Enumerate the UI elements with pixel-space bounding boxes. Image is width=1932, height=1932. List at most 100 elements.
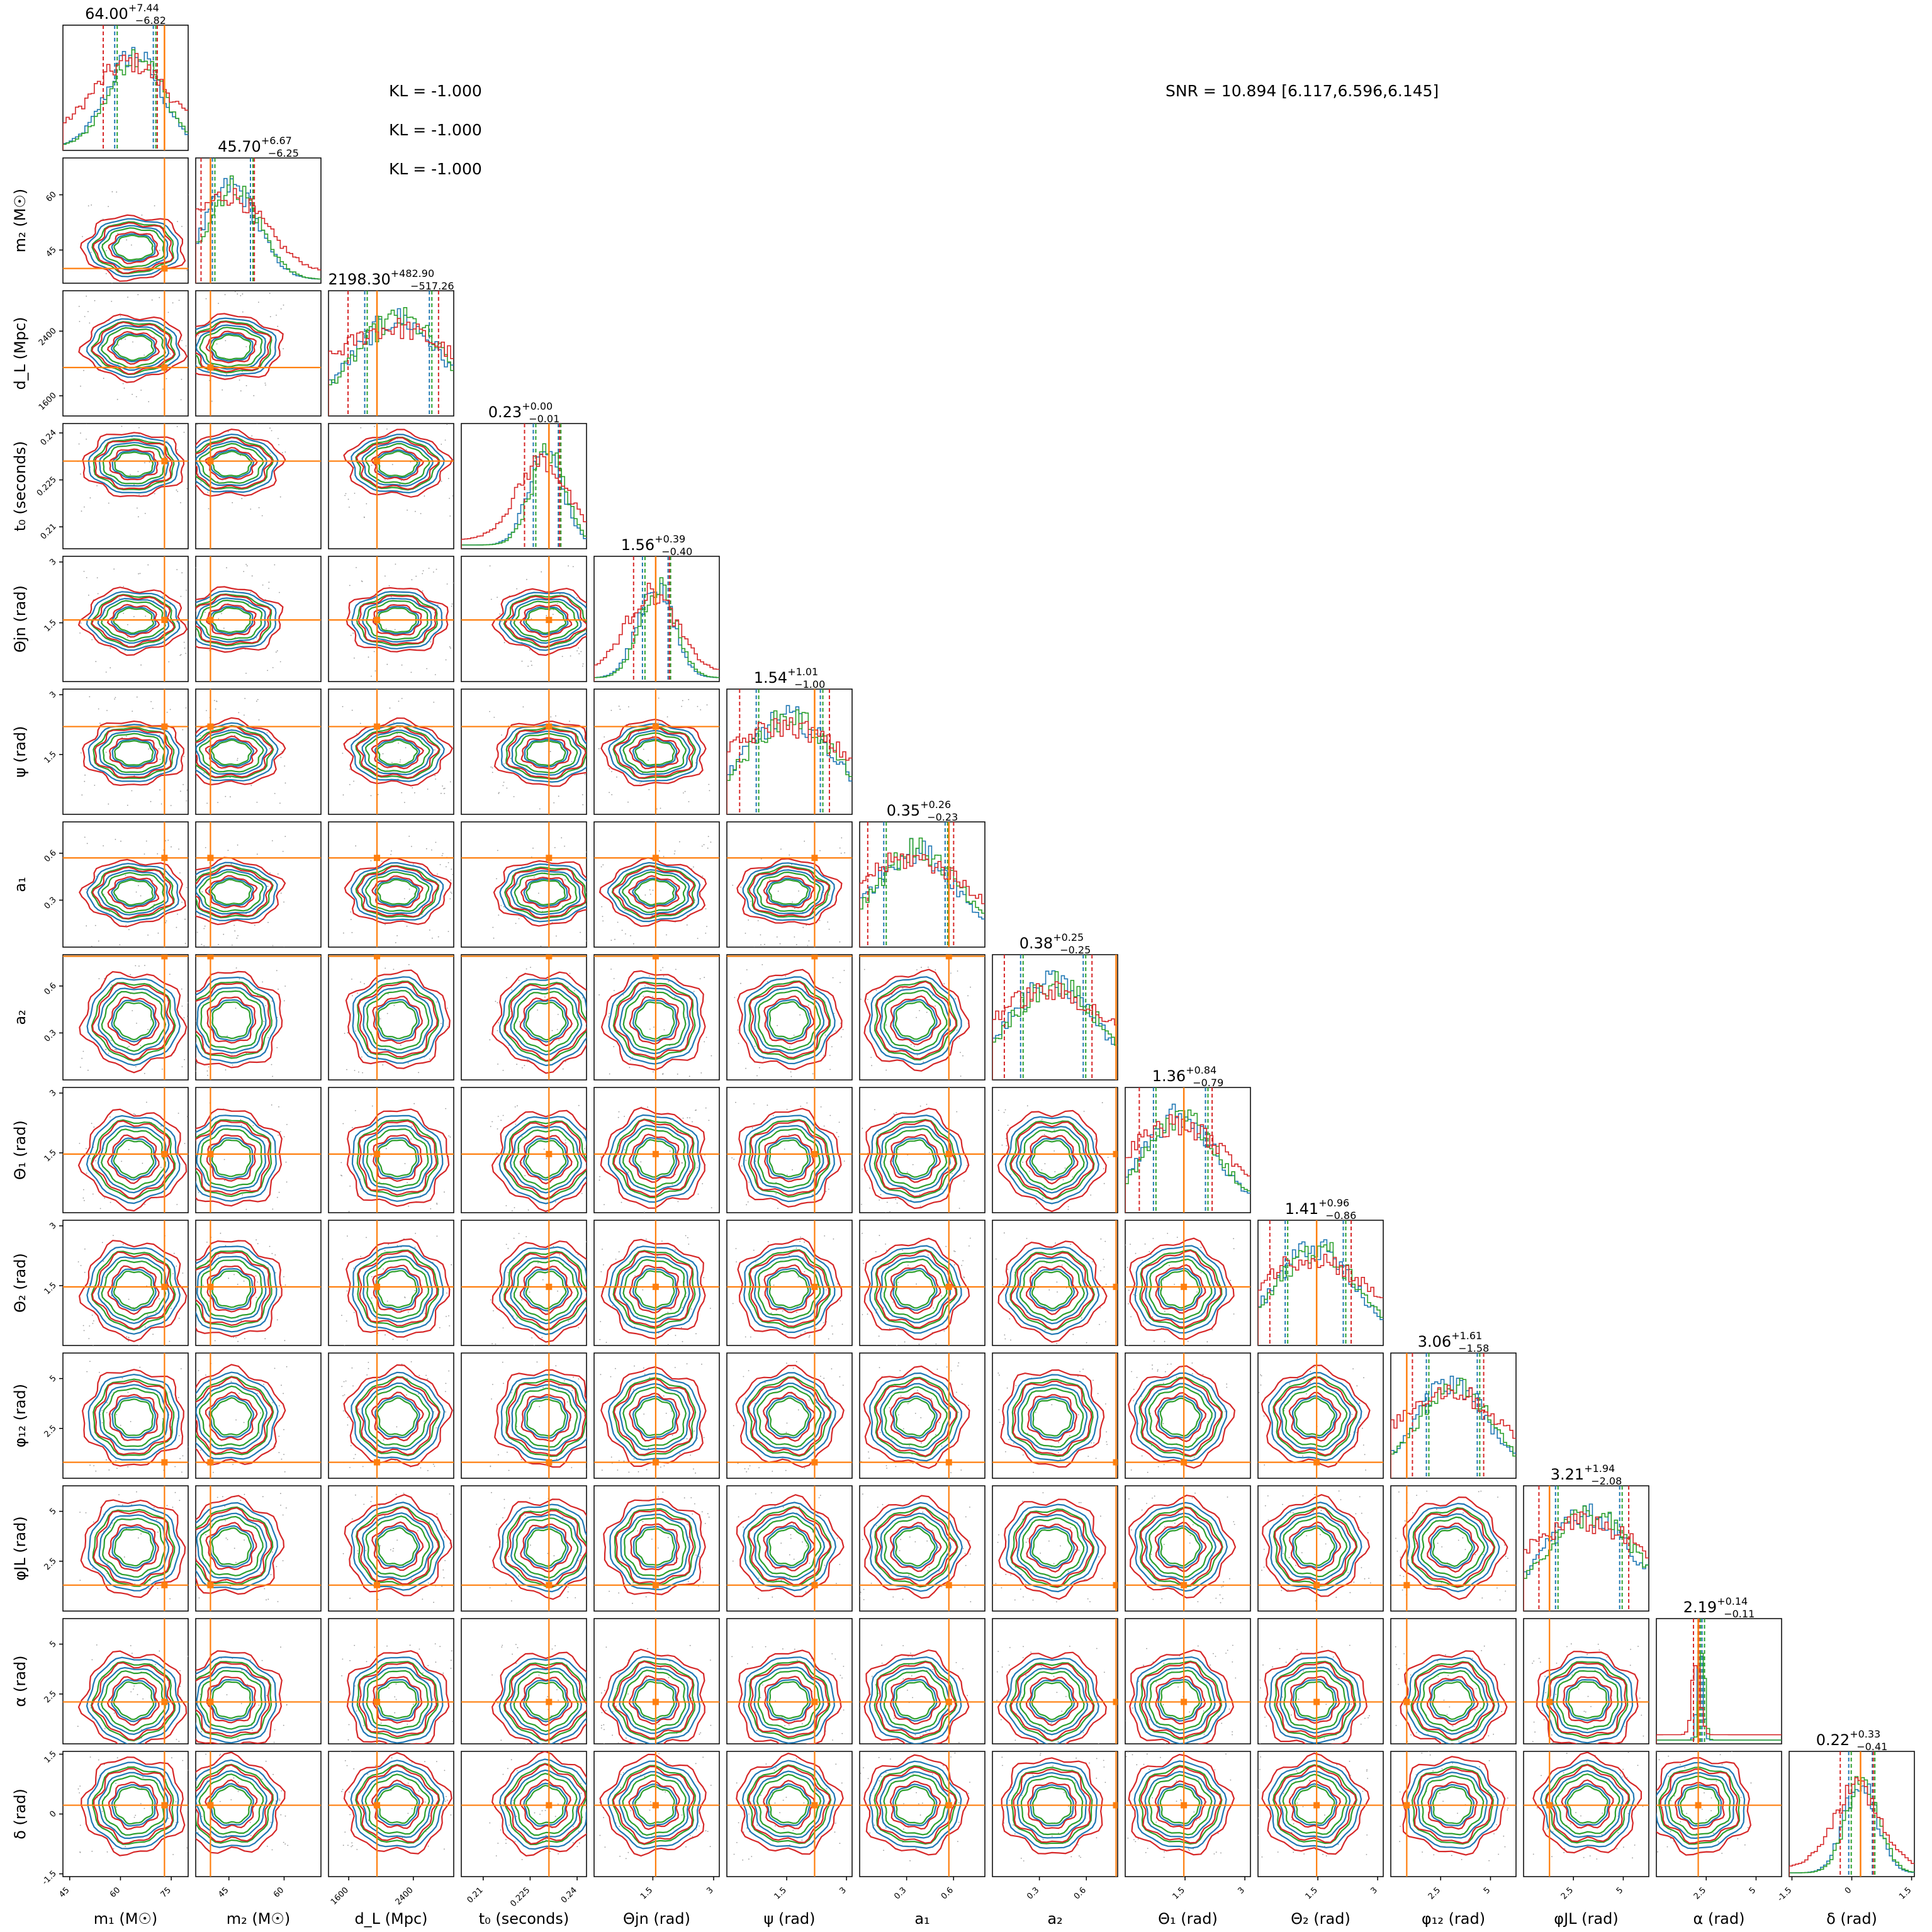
contour-line [196, 725, 274, 778]
sample-dot [1398, 1491, 1400, 1493]
sample-dot [205, 847, 206, 848]
contour-line [377, 1139, 417, 1177]
sample-dot [496, 1524, 497, 1525]
sample-dot [701, 1363, 702, 1365]
sample-dot [446, 583, 448, 585]
sample-dot [191, 1137, 192, 1138]
sample-dot [792, 1523, 794, 1525]
sample-dot [279, 661, 281, 663]
sample-dot [194, 1654, 196, 1655]
contour-line [505, 1510, 587, 1588]
sample-dot [1094, 1138, 1096, 1140]
contour-line [90, 1661, 176, 1742]
contour-line [764, 1133, 814, 1182]
contour-line [86, 1246, 181, 1335]
contour-line [86, 1656, 181, 1744]
truth-marker [374, 955, 381, 960]
sample-dot [432, 1463, 434, 1465]
sample-dot [386, 1645, 388, 1647]
sample-dot [362, 1466, 364, 1468]
contour-line [1030, 1396, 1075, 1439]
sample-dot [83, 1330, 85, 1332]
contour-line [1282, 1386, 1348, 1448]
sample-dot [565, 1142, 566, 1144]
sample-dot [441, 792, 442, 794]
sample-dot [360, 981, 361, 983]
sample-dot [870, 1057, 872, 1059]
truth-marker [161, 364, 168, 371]
sample-dot [203, 772, 205, 773]
contour-line [875, 1249, 957, 1328]
sample-dot [922, 1512, 924, 1513]
contour-line [747, 1505, 832, 1587]
sample-dot [284, 451, 286, 453]
sample-dot [1057, 1452, 1059, 1454]
sample-dot [1008, 1665, 1010, 1666]
sample-dot [880, 1194, 882, 1196]
contour-line [998, 1498, 1106, 1600]
sample-dot [257, 423, 258, 424]
panel-frame [1257, 1220, 1384, 1346]
sample-dot [176, 419, 177, 420]
sample-dot [957, 1365, 959, 1367]
contour-line [607, 862, 701, 923]
sample-dot [996, 1700, 997, 1701]
sample-dot [507, 1451, 508, 1453]
sample-dot [1187, 1340, 1189, 1342]
sample-dot [616, 776, 617, 778]
sample-dot [1200, 1272, 1202, 1274]
y-tick-label: 0.6 [43, 848, 59, 864]
sample-dot [362, 1072, 363, 1074]
sample-dot [116, 1414, 118, 1415]
sample-dot [498, 914, 500, 916]
sample-dot [101, 1410, 103, 1412]
y-tick-label: 3 [48, 1221, 58, 1231]
sample-dot [176, 1266, 177, 1267]
sample-dot [490, 1126, 491, 1127]
sample-dot [216, 700, 217, 702]
sample-dot [434, 749, 435, 751]
sample-dot [113, 1712, 115, 1714]
contour-line [98, 1514, 170, 1581]
sample-dot [86, 1148, 87, 1149]
sample-dot [902, 1678, 904, 1680]
sample-dot [261, 1660, 263, 1661]
sample-dot [159, 758, 161, 760]
sample-dot [92, 1193, 94, 1195]
hist-title: 0.35+0.26−0.23 [887, 799, 958, 823]
sample-dot [956, 1030, 958, 1031]
contour-line [513, 1671, 579, 1733]
sample-dot [834, 1658, 836, 1660]
contour-line [1272, 1376, 1358, 1457]
sample-dot [436, 1235, 438, 1237]
sample-dot [237, 1283, 239, 1285]
sample-dot [166, 920, 167, 922]
sample-dot [1065, 1695, 1067, 1697]
sample-dot [879, 1199, 880, 1201]
truth-marker [374, 1581, 381, 1588]
sample-dot [800, 1237, 801, 1238]
truth-marker [374, 855, 381, 862]
hist-panel-9: 1.41+0.96−0.86 [1257, 1197, 1384, 1346]
contour-line [525, 1140, 567, 1179]
sample-dot [1014, 1599, 1016, 1601]
sample-dot [434, 775, 436, 777]
sample-dot [259, 1432, 261, 1434]
contour-line [607, 1656, 701, 1744]
sample-dot [159, 1298, 160, 1300]
sample-dot [127, 1466, 129, 1468]
sample-dot [938, 1570, 940, 1572]
sample-dot [123, 387, 125, 389]
sample-dot [447, 478, 449, 480]
sample-dot [418, 1072, 419, 1074]
sample-dot [907, 1403, 909, 1405]
sample-dot [1154, 1495, 1155, 1497]
sample-dot [1072, 1176, 1074, 1177]
sample-dot [395, 1699, 397, 1700]
contour-line [869, 1245, 962, 1334]
sample-dot [226, 1694, 228, 1695]
truth-marker [1113, 1459, 1118, 1466]
contour-line [196, 436, 274, 490]
sample-dot [1004, 1334, 1006, 1336]
sample-dot [615, 1705, 617, 1707]
